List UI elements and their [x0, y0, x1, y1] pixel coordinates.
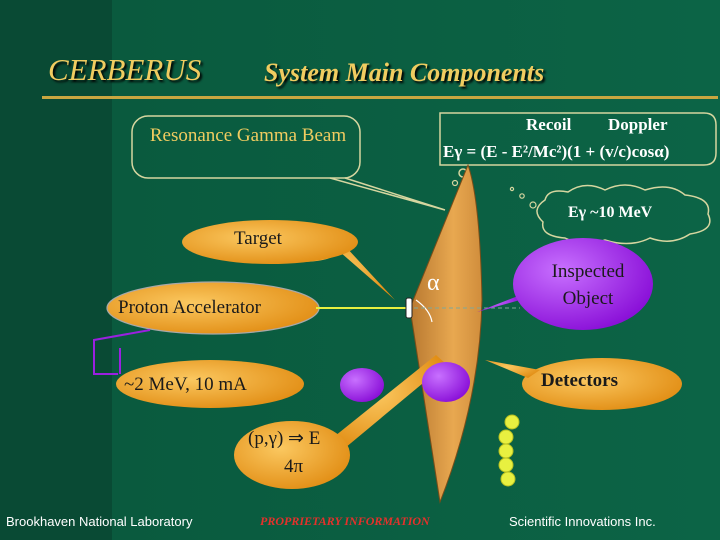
gamma-beam-label: Resonance Gamma Beam	[149, 125, 347, 146]
detector-dots	[498, 414, 520, 487]
gamma-energy-label: Eγ ~10 MeV	[568, 204, 653, 221]
inspected-object-label: Inspected Object	[551, 261, 625, 309]
detector-cone	[409, 163, 483, 504]
reaction-callout	[234, 355, 446, 489]
footer-right: Scientific Innovations Inc.	[509, 514, 656, 529]
target-callout	[182, 220, 395, 300]
detector-blob-left	[340, 368, 384, 402]
slide-subtitle: System Main Components	[264, 58, 545, 87]
reaction-label: (p,γ) ⇒ E	[248, 428, 321, 449]
four-pi-label: 4π	[284, 456, 304, 477]
detector-blob-right	[422, 362, 470, 402]
doppler-label: Doppler	[608, 115, 668, 134]
inspected-object	[477, 238, 653, 330]
detector-dot	[498, 443, 514, 459]
detector-dot	[504, 414, 520, 430]
detector-dot	[498, 429, 514, 445]
energy-formula: Eγ = (E - E²/Mc²)(1 + (v/c)cosα)	[443, 142, 670, 161]
slide-title: CERBERUS	[48, 52, 202, 87]
energy-current-callout	[116, 360, 304, 408]
footer-left: Brookhaven National Laboratory	[6, 514, 193, 529]
detector-dot	[500, 471, 516, 487]
accelerator-bracket	[93, 329, 151, 375]
angle-arc	[415, 299, 433, 323]
detectors-callout	[485, 358, 682, 410]
energy-cloud-callout	[509, 184, 711, 245]
target-label: Target	[234, 228, 282, 249]
target-marker	[405, 297, 413, 319]
gamma-beam-callout	[131, 115, 446, 211]
detector-dot	[498, 457, 514, 473]
left-stripe	[0, 0, 112, 540]
footer-center: PROPRIETARY INFORMATION	[260, 514, 430, 528]
energy-current-label: ~2 MeV, 10 mA	[124, 374, 247, 395]
recoil-label: Recoil	[526, 115, 572, 134]
proton-accelerator-label: Proton Accelerator	[118, 297, 261, 318]
title-rule	[42, 96, 718, 99]
detectors-label: Detectors	[541, 370, 619, 391]
alpha-angle-label: α	[427, 270, 440, 296]
